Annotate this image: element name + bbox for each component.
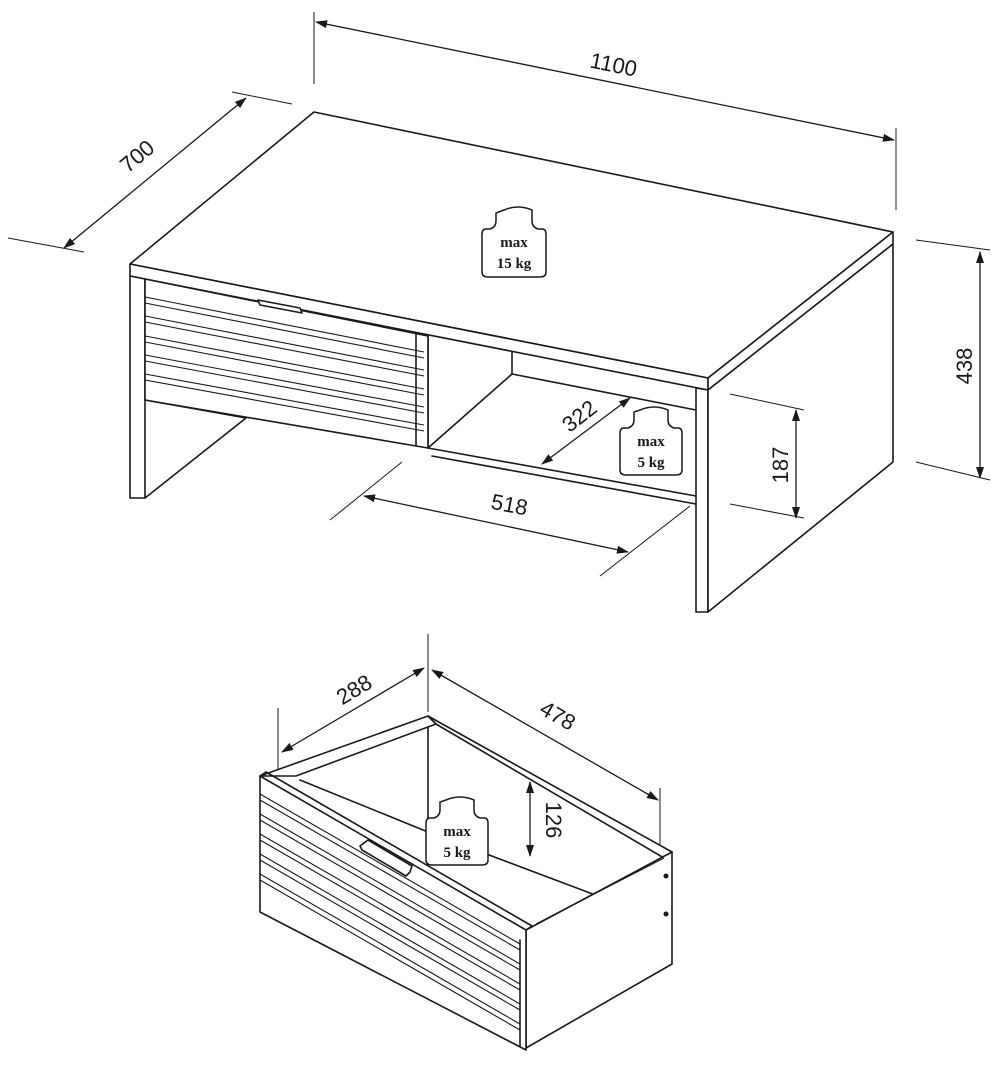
drawer-left-rim [259,715,437,777]
dimension-height: 438 [915,239,991,481]
right-side-panel-front [695,387,709,613]
weight-icon [619,406,683,476]
shelf-load-line2: 5 kg [637,455,665,471]
drawer: 288 478 126 max 5 kg [259,634,673,1051]
dimension-shelf-width-label: 518 [489,489,530,521]
dimension-width-label: 1100 [588,48,639,82]
shelf-load-badge: max 5 kg [619,406,683,476]
drawer-load-line1: max [443,824,471,840]
dimension-shelf-depth-label: 322 [557,395,601,437]
left-side-panel [129,275,146,499]
top-load-line1: max [500,235,528,251]
drawer-handle [359,839,413,877]
dimension-shelf-width: 518 [329,461,691,577]
dimension-shelf-height: 187 [729,393,805,519]
drawer-front [259,771,533,1051]
shelf-load-line1: max [637,434,665,450]
drawer-load-line2: 5 kg [443,845,471,861]
weight-icon [425,796,489,866]
dimension-drawer-height-label: 126 [541,802,566,839]
top-load-badge: max 15 kg [481,206,547,278]
dimension-height-label: 438 [952,348,977,385]
table-drawer-handle [257,299,303,314]
dimension-shelf-depth: 322 [541,395,631,465]
dimension-drawer-height: 126 [526,781,566,857]
drawer-right-side [525,851,673,1049]
dimension-drawer-depth-label: 288 [332,669,376,709]
top-load-line2: 15 kg [497,256,532,272]
right-side-panel-outer [707,243,894,613]
dimension-shelf-height-label: 187 [768,447,793,484]
table-drawer-front [144,278,429,449]
dimension-depth-label: 700 [115,135,159,178]
weight-icon [481,206,547,278]
drawer-load-badge: max 5 kg [425,796,489,866]
coffee-table: 1100 700 438 187 322 [7,12,991,613]
shelf-board [427,373,697,505]
dimension-drawer-width-label: 478 [536,695,580,735]
